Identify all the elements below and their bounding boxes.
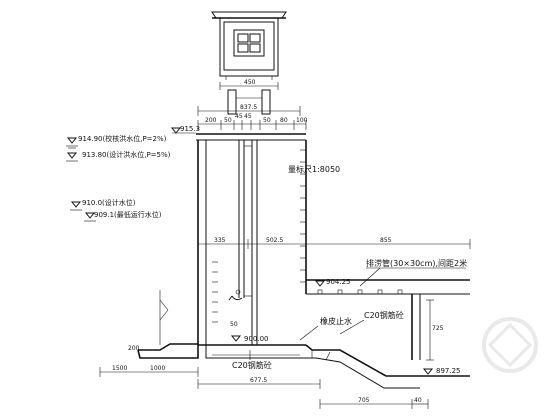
water-levels: 915.3 914.90(校核洪水位,P=2%) 913.80(设计洪水位,P=… <box>66 125 200 222</box>
dim-top-7: 100 <box>296 117 308 124</box>
dim-house-width: 450 <box>244 79 256 86</box>
label-c20-base: C20钢筋砼 <box>232 360 272 370</box>
dim-top-2: 50 <box>224 117 232 124</box>
dim-right-height: 725 <box>432 325 444 332</box>
dim-bottom-b: 705 <box>358 397 370 404</box>
dim-top-6: 80 <box>280 117 288 124</box>
label-scale-note: 量标尺1:8050 <box>288 164 340 174</box>
elev-design-flood: 913.80(设计洪水位,P=5%) <box>82 150 171 159</box>
elev-design-water: 910.0(设计水位) <box>82 198 136 207</box>
label-rubber-stop: 橡皮止水 <box>320 316 352 326</box>
elev-bottom-right: 897.25 <box>436 367 461 375</box>
gate-house: 450 <box>211 11 287 115</box>
watermark-logo <box>482 317 538 373</box>
dim-mid-center: 502.5 <box>266 237 283 244</box>
dim-left-height: 200 <box>128 345 140 352</box>
dim-mid-right: 855 <box>380 237 392 244</box>
elev-top-deck: 915.3 <box>180 125 200 133</box>
dim-mid-left: 335 <box>214 237 226 244</box>
pier-structure: 50 量标尺1:8050 <box>196 133 340 345</box>
dim-bottom-seg: 1000 <box>150 365 165 372</box>
dim-small-vertical: 50 <box>230 321 238 328</box>
dim-bottom-a: 677.5 <box>250 377 267 384</box>
dim-bottom-c: 40 <box>414 397 422 404</box>
dim-top-1: 200 <box>205 117 217 124</box>
elev-min-operating: 909.1(最低运行水位) <box>94 210 162 219</box>
dim-top-5: 50 <box>263 117 271 124</box>
right-channel: 排涝管(30×30cm),间距2米 904.25 725 <box>306 258 470 361</box>
top-dimensions: 837.5 200 50 45 45 50 80 100 <box>197 104 308 130</box>
dim-bottom-left: 1500 <box>112 365 127 372</box>
bottom-dimensions: 1500 1000 677.5 705 40 <box>99 365 429 409</box>
elev-sill-right: 904.25 <box>326 278 351 286</box>
dim-top-3: 45 <box>235 113 243 120</box>
bottom-slab: 200 900.00 橡皮止水 C20钢筋砼 897.25 C20钢筋砼 <box>128 290 470 389</box>
dim-pier-width: 837.5 <box>240 104 257 111</box>
elev-bottom-left: 900.00 <box>244 335 269 343</box>
middle-dimensions: 335 502.5 855 <box>197 237 471 249</box>
dim-top-4: 45 <box>244 113 252 120</box>
label-drain-pipe: 排涝管(30×30cm),间距2米 <box>366 258 467 268</box>
elev-check-flood: 914.90(校核洪水位,P=2%) <box>78 134 167 143</box>
label-c20-wall: C20钢筋砼 <box>364 310 404 320</box>
